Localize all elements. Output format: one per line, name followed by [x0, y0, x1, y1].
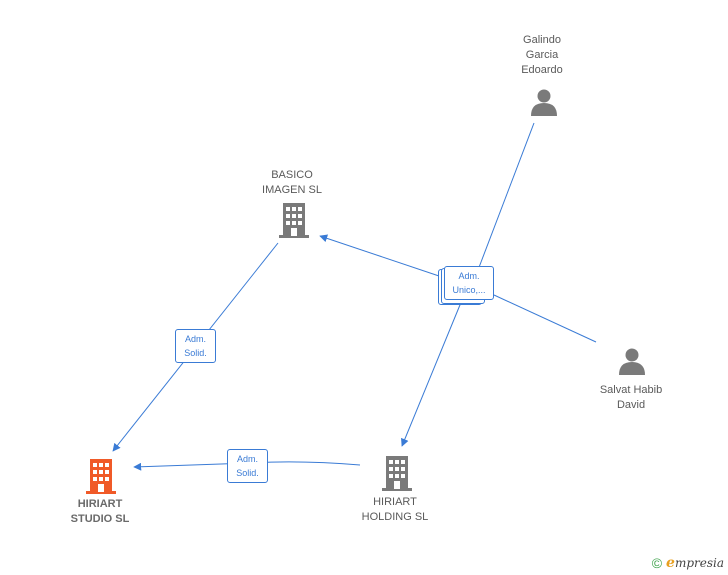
person-icon[interactable] [619, 348, 645, 376]
edge-hub-to-basico [319, 234, 443, 278]
brand-logo: empresia [666, 555, 724, 571]
node-label-salvat[interactable]: Salvat Habib David [599, 384, 663, 411]
brand-footer: © empresia [652, 555, 724, 571]
edge-badge-adm-solid-basico[interactable]: Adm. Solid. [175, 329, 216, 363]
node-label-hiriart-holding[interactable]: HIRIART HOLDING SL [361, 496, 429, 523]
edge-badge-adm-unico[interactable]: Adm. Unico,... [444, 266, 494, 300]
building-icon[interactable] [382, 456, 412, 491]
node-label-hiriart-studio[interactable]: HIRIART STUDIO SL [70, 498, 130, 525]
edge-galindo-to-hub [477, 122, 535, 271]
node-label-basico[interactable]: BASICO IMAGEN SL [262, 169, 322, 196]
edge-hub-to-holding [401, 299, 463, 447]
copyright-icon: © [651, 555, 663, 571]
edge-badge-adm-solid-holding[interactable]: Adm. Solid. [227, 449, 268, 483]
edge-salvat-to-hub [493, 294, 597, 343]
building-icon[interactable] [279, 203, 309, 238]
building-icon[interactable] [86, 459, 116, 494]
node-label-galindo[interactable]: Galindo Garcia Edoardo [521, 34, 563, 76]
person-icon[interactable] [531, 89, 557, 117]
